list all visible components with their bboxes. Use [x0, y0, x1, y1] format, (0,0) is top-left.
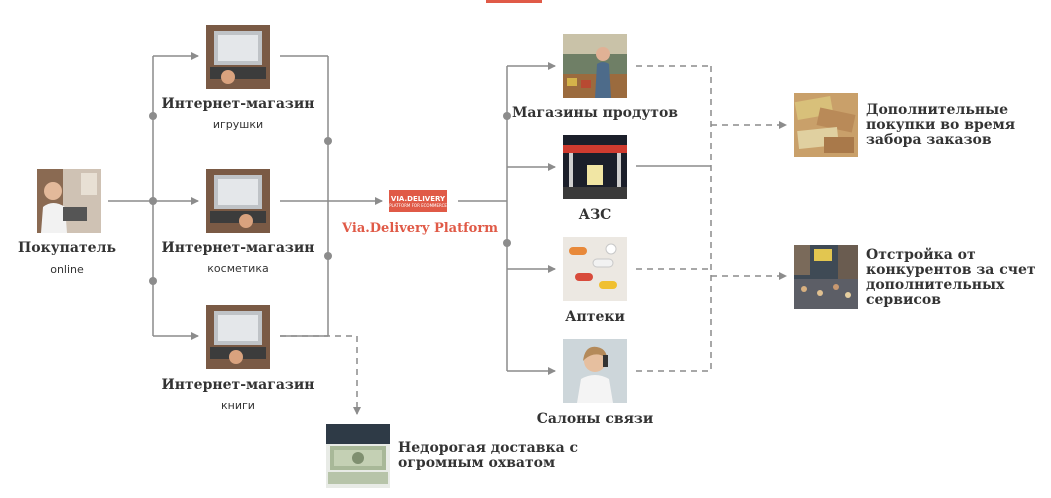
- buyer-title: Покупатель: [0, 240, 134, 256]
- store-books-subtitle: книги: [138, 399, 338, 412]
- store-toys-title: Интернет-магазин: [138, 96, 338, 112]
- money-photo: [794, 93, 858, 157]
- dollar-bills-photo: [326, 424, 390, 488]
- telecom-salon-photo: [563, 339, 627, 403]
- store-books-title: Интернет-магазин: [138, 377, 338, 393]
- store-cosmetics-title: Интернет-магазин: [138, 240, 338, 256]
- via-delivery-logo: VIA.DELIVERY PLATFORM FOR ECOMMERCE: [389, 190, 447, 212]
- buyer-subtitle: online: [0, 263, 134, 276]
- benefit-competitive-edge: Отстройка от конкурентов за счет дополни…: [866, 248, 1046, 308]
- store-cosmetics-subtitle: косметика: [138, 262, 338, 275]
- partner-gas-title: АЗС: [495, 207, 695, 223]
- platform-name: Via.Delivery Platform: [340, 221, 500, 236]
- benefit-extra-purchases: Дополнительные покупки во время забора з…: [866, 103, 1046, 148]
- store-toys-subtitle: игрушки: [138, 118, 338, 131]
- city-crowd-photo: [794, 245, 858, 309]
- pharmacy-photo: [563, 237, 627, 301]
- grocery-store-photo: [563, 34, 627, 98]
- store-cosmetics-photo: [206, 169, 270, 233]
- partner-telecom-title: Салоны связи: [495, 411, 695, 427]
- buyer-photo: [37, 169, 101, 233]
- logo-sub-text: PLATFORM FOR ECOMMERCE: [389, 203, 447, 208]
- benefit-cheap-delivery: Недорогая доставка с огромным охватом: [398, 441, 598, 471]
- store-toys-photo: [206, 25, 270, 89]
- gas-station-photo: [563, 135, 627, 199]
- logo-main-text: VIA.DELIVERY: [391, 195, 445, 203]
- partner-grocery-title: Магазины продутов: [495, 105, 695, 121]
- store-books-photo: [206, 305, 270, 369]
- partner-pharmacy-title: Аптеки: [495, 309, 695, 325]
